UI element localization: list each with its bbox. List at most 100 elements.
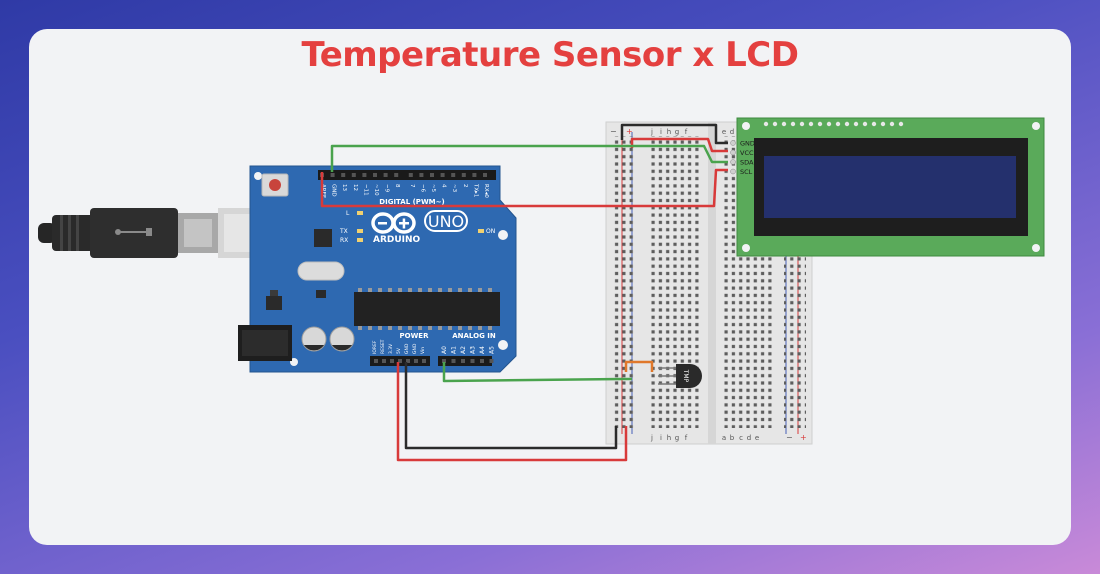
- breadboard-column-letter: d: [730, 128, 734, 136]
- power-header-label: POWER: [400, 332, 430, 340]
- breadboard-column-letter: g: [675, 434, 679, 442]
- on-led-label: ON: [486, 228, 495, 235]
- digital-pin-socket: [341, 173, 346, 177]
- analog-header-label: ANALOG IN: [452, 332, 496, 340]
- analog-pin-label: A3: [470, 346, 477, 354]
- analog-pin-label: A5: [489, 346, 496, 354]
- digital-pin-socket: [451, 173, 456, 177]
- sensor-label: TMP: [682, 369, 689, 383]
- digital-pin-label: TX▸1: [472, 183, 478, 197]
- wire-red-scl: [320, 168, 728, 208]
- analog-pin-label: A0: [441, 346, 448, 354]
- rx-led-label: RX: [340, 237, 348, 244]
- digital-pin-socket: [394, 173, 399, 177]
- rail-plus-label-bottom: +: [800, 433, 807, 442]
- breadboard-column-letter: j: [650, 434, 653, 442]
- analog-pin-label: A4: [479, 346, 486, 354]
- digital-pin-socket: [461, 173, 466, 177]
- lcd-pin-label: VCC: [740, 149, 754, 157]
- digital-pin-label: 4: [441, 184, 447, 188]
- digital-pin-socket: [483, 173, 487, 177]
- board-brand-label: ARDUINO: [373, 235, 421, 245]
- breadboard-column-letter: c: [739, 434, 743, 442]
- wire-black-lcd-gnd: [620, 123, 728, 145]
- digital-pin-label: ~3: [451, 184, 457, 193]
- power-pin-label: GND: [412, 343, 418, 354]
- rail-minus-label: −: [610, 127, 617, 136]
- page-title: Temperature Sensor x LCD: [301, 35, 799, 75]
- breadboard-column-letter: g: [675, 128, 679, 136]
- usb-icon: [115, 228, 152, 236]
- breadboard-column-letter: d: [747, 434, 751, 442]
- power-pin-label: 5V: [396, 347, 402, 354]
- lcd-pin-label: GND: [740, 140, 755, 148]
- wire-red-5v: [396, 362, 628, 462]
- digital-pin-socket: [330, 173, 335, 177]
- power-pin-label: IOREF: [372, 340, 378, 354]
- analog-pin-label: A1: [451, 346, 458, 354]
- wire-green-a0: [442, 362, 632, 383]
- wire-red-lcd-vcc: [630, 137, 728, 153]
- power-pin-label: Vin: [420, 347, 426, 354]
- power-pin-label: GND: [404, 343, 410, 354]
- wire-green-sda: [330, 144, 728, 172]
- wire-black-gnd: [404, 362, 618, 450]
- lcd-pin-label: SDA: [740, 159, 754, 167]
- digital-pin-label: 7: [409, 184, 415, 188]
- digital-header: [318, 170, 496, 180]
- digital-pin-label: GND: [331, 184, 337, 197]
- tx-led-label: TX: [339, 228, 348, 235]
- breadboard-column-letter: e: [722, 128, 726, 136]
- digital-pin-label: 2: [462, 184, 468, 188]
- digital-pin-socket: [472, 173, 477, 177]
- digital-pin-label: ~9: [384, 184, 390, 193]
- analog-pin-label: A2: [460, 346, 467, 354]
- lcd-pin-label: SCL: [740, 168, 753, 176]
- wire-orange-sensor: [624, 360, 654, 372]
- breadboard-column-letter: j: [650, 128, 653, 136]
- breadboard-column-letter: h: [667, 434, 671, 442]
- microcontroller-chip: [354, 292, 500, 326]
- breadboard-column-letter: a: [722, 434, 726, 442]
- digital-pin-socket: [419, 173, 424, 177]
- board-model-label: UNO: [428, 212, 464, 231]
- wires: [320, 123, 728, 462]
- breadboard-column-letter: b: [730, 434, 735, 442]
- digital-header-label: DIGITAL (PWM~): [379, 198, 444, 206]
- breadboard-column-letter: h: [667, 128, 671, 136]
- l-led-label: L: [346, 210, 350, 217]
- digital-pin-label: RX◂0: [483, 184, 489, 198]
- temperature-sensor: TMP: [658, 364, 702, 388]
- digital-pin-label: ~5: [430, 184, 436, 193]
- digital-pin-socket: [408, 173, 413, 177]
- digital-pin-label: ~11: [362, 184, 368, 196]
- breadboard-column-letter: i: [660, 434, 662, 442]
- digital-pin-label: 12: [352, 184, 358, 191]
- breadboard-column-letter: f: [685, 434, 688, 442]
- rail-minus-label-bottom: −: [786, 433, 793, 442]
- digital-pin-socket: [362, 173, 367, 177]
- rail-plus-label: +: [626, 127, 633, 136]
- breadboard-column-letter: i: [660, 128, 662, 136]
- breadboard-column-letter: e: [755, 434, 759, 442]
- digital-pin-label: ~10: [373, 184, 379, 196]
- digital-pin-socket: [430, 173, 434, 177]
- breadboard-column-letter: f: [685, 128, 688, 136]
- digital-pin-label: 13: [341, 184, 347, 191]
- power-pin-label: RESET: [380, 339, 386, 354]
- lcd-screen: [764, 156, 1016, 218]
- digital-pin-label: 8: [394, 184, 400, 188]
- digital-pin-socket: [440, 173, 445, 177]
- digital-pin-socket: [373, 173, 377, 177]
- power-pin-label: 3.3V: [388, 343, 394, 354]
- digital-pin-socket: [383, 173, 388, 177]
- arduino-logo-icon: [371, 212, 416, 234]
- digital-pin-label: ~6: [419, 184, 425, 193]
